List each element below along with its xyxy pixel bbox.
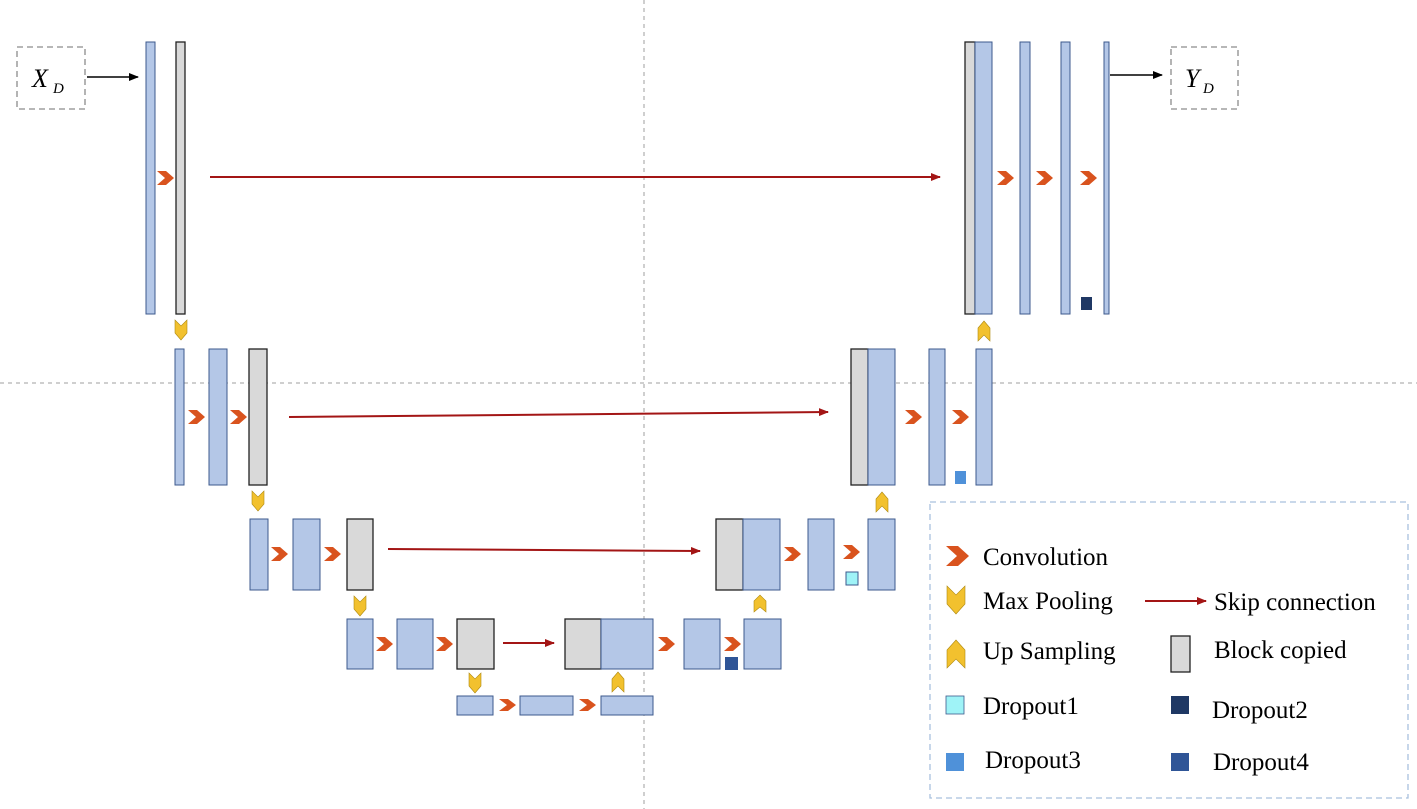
convolution-icon — [724, 637, 741, 651]
dropout4-icon — [1171, 753, 1189, 771]
feature-block — [600, 695, 654, 716]
legend-convolution-label: Convolution — [983, 544, 1109, 571]
max-pooling-icon — [946, 585, 966, 615]
input-node: X D — [16, 46, 86, 110]
copied-block — [175, 41, 186, 315]
output-subscript: D — [1202, 81, 1214, 97]
output-label: Y — [1185, 64, 1202, 93]
legend-skip-connection-label: Skip connection — [1214, 589, 1376, 616]
legend-dropout1-label: Dropout1 — [983, 693, 1079, 720]
dropout4-marker — [725, 657, 738, 670]
feature-block — [867, 348, 896, 486]
max-pooling-icon — [174, 319, 188, 341]
convolution-icon — [946, 546, 969, 566]
feature-block — [1019, 41, 1031, 315]
feature-block — [1060, 41, 1071, 315]
copied-block — [456, 618, 495, 670]
legend-block-copied-label: Block copied — [1214, 637, 1347, 664]
feature-block — [145, 41, 156, 315]
dropout3-icon — [946, 753, 964, 771]
dropout1-marker — [845, 571, 859, 586]
convolution-icon — [436, 637, 453, 651]
feature-block — [683, 618, 721, 670]
copied-block — [346, 518, 374, 591]
feature-block — [456, 695, 494, 716]
convolution-icon — [952, 410, 969, 424]
convolution-icon — [376, 637, 393, 651]
legend-up-sampling-label: Up Sampling — [983, 638, 1116, 665]
input-subscript: D — [52, 81, 64, 97]
max-pooling-icon — [468, 672, 482, 694]
feature-block — [208, 348, 228, 486]
max-pooling-icon — [251, 490, 265, 512]
feature-block — [975, 348, 993, 486]
up-sampling-icon — [946, 639, 966, 669]
convolution-icon — [271, 547, 288, 561]
feature-block — [807, 518, 835, 591]
dropout3-marker — [955, 471, 966, 484]
legend-dropout4-label: Dropout4 — [1213, 749, 1309, 776]
convolution-icon — [784, 547, 801, 561]
convolution-icon — [230, 410, 247, 424]
feature-block — [928, 348, 946, 486]
input-label: X — [31, 64, 49, 93]
convolution-icon — [324, 547, 341, 561]
block-copied-icon — [1170, 635, 1191, 673]
up-sampling-icon — [875, 491, 889, 513]
convolution-icon — [843, 545, 860, 559]
copied-block — [850, 348, 869, 486]
legend: Convolution Max Pooling Skip connection … — [929, 501, 1409, 799]
dropout2-icon — [1171, 696, 1189, 714]
feature-block — [396, 618, 434, 670]
feature-block — [174, 348, 185, 486]
feature-block — [743, 618, 782, 670]
convolution-icon — [499, 699, 516, 711]
legend-dropout2-label: Dropout2 — [1212, 697, 1308, 724]
convolution-icon — [997, 171, 1014, 185]
legend-frame — [929, 501, 1409, 799]
convolution-icon — [1036, 171, 1053, 185]
skip-connection-arrow — [288, 408, 829, 418]
feature-block — [600, 618, 654, 670]
dropout2-marker — [1081, 297, 1092, 310]
up-sampling-icon — [611, 671, 625, 693]
legend-max-pooling-label: Max Pooling — [983, 588, 1113, 615]
skip-connection-arrow — [387, 546, 701, 555]
feature-block — [974, 41, 993, 315]
convolution-icon — [157, 171, 174, 185]
feature-block — [867, 518, 896, 591]
copied-block — [715, 518, 744, 591]
copied-block — [964, 41, 976, 315]
up-sampling-icon — [977, 320, 991, 342]
copied-block — [248, 348, 268, 486]
up-sampling-icon — [753, 594, 767, 613]
convolution-icon — [905, 410, 922, 424]
convolution-icon — [1080, 171, 1097, 185]
feature-block — [292, 518, 321, 591]
feature-block — [742, 518, 781, 591]
feature-block — [1103, 41, 1110, 315]
convolution-icon — [579, 699, 596, 711]
dropout1-icon — [945, 695, 965, 715]
convolution-icon — [658, 637, 675, 651]
feature-block — [346, 618, 374, 670]
legend-dropout3-label: Dropout3 — [985, 747, 1081, 774]
output-node: Y D — [1170, 46, 1239, 110]
max-pooling-icon — [353, 595, 367, 617]
feature-block — [249, 518, 269, 591]
convolution-icon — [188, 410, 205, 424]
copied-block — [564, 618, 602, 670]
feature-block — [519, 695, 574, 716]
